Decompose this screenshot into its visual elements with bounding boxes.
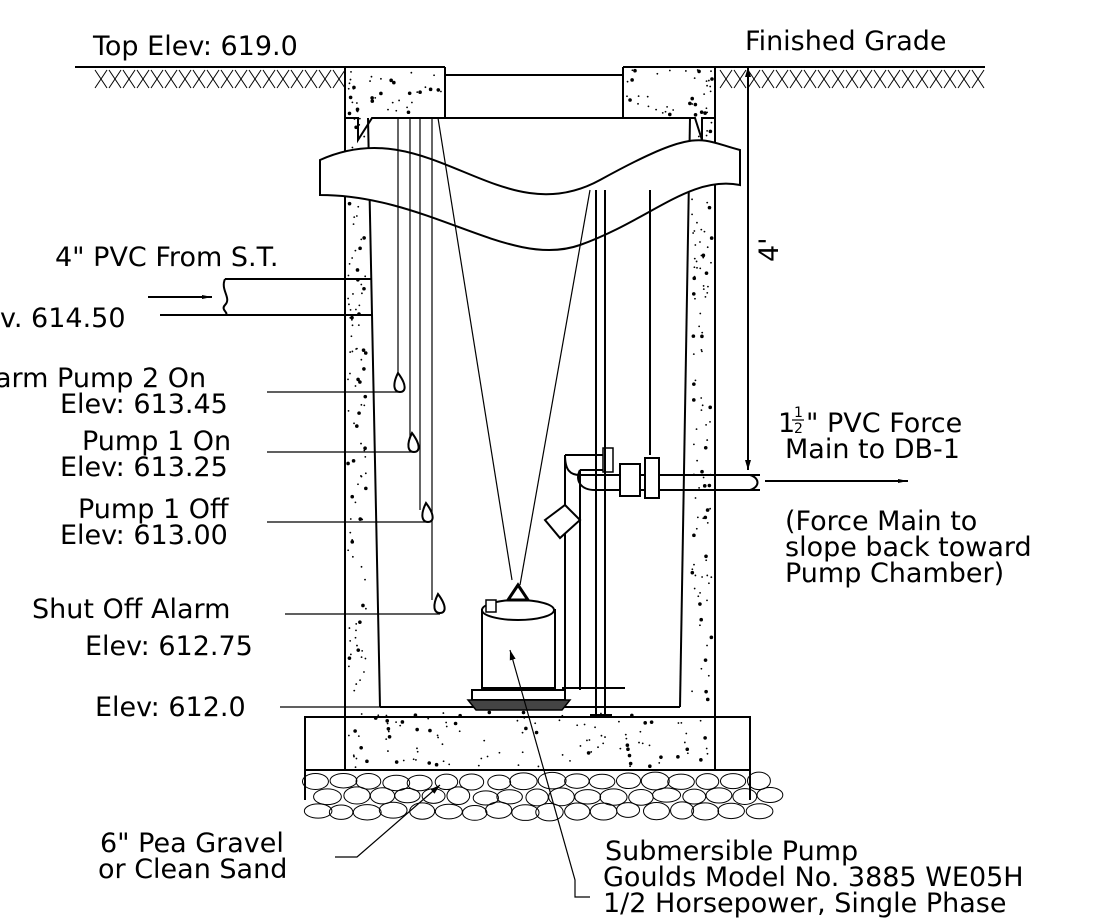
float-shutoff xyxy=(433,592,446,615)
pump1-off-elev: Elev: 613.00 xyxy=(60,520,228,551)
ground-hatch-right xyxy=(719,69,985,89)
force-main-label: " PVC Force xyxy=(806,408,962,439)
bottom-elev-label: Elev: 612.0 xyxy=(95,692,246,723)
slope-note-3: Pump Chamber) xyxy=(785,558,1004,589)
float-pump1-off xyxy=(421,501,434,524)
pump1-on-elev: Elev: 613.25 xyxy=(60,452,228,483)
pump1-on-label: Pump 1 On xyxy=(82,426,231,457)
pump1-off-label: Pump 1 Off xyxy=(78,494,230,525)
gravel-label-2: or Clean Sand xyxy=(98,854,287,885)
depth-dim-label: 4' xyxy=(754,237,785,262)
shutoff-alarm-elev: Elev: 612.75 xyxy=(85,631,253,662)
force-main-frac-num: 1 xyxy=(794,405,803,421)
break-line xyxy=(319,139,741,251)
submersible-pump xyxy=(466,189,760,716)
leader-lines xyxy=(160,314,590,898)
shutoff-alarm-label: Shut Off Alarm xyxy=(32,594,230,625)
force-main-frac-den: 2 xyxy=(794,421,803,437)
pump-label-1: Submersible Pump xyxy=(605,836,858,867)
float-alarm-pump2 xyxy=(393,371,406,394)
gravel-label: 6" Pea Gravel xyxy=(100,828,284,859)
slope-note-2: slope back toward xyxy=(785,532,1032,563)
alarm-pump2-elev: Elev: 613.45 xyxy=(60,389,228,420)
finished-grade-label: Finished Grade xyxy=(745,26,947,57)
ground-hatch-left xyxy=(94,69,346,89)
force-main-whole: 1 xyxy=(778,408,795,439)
ground-surface xyxy=(75,66,985,89)
inlet-elev-label: v. 614.50 xyxy=(0,303,126,334)
inlet-pipe-label: 4" PVC From S.T. xyxy=(55,242,278,273)
pump-label-2: Goulds Model No. 3885 WE05H xyxy=(603,862,1024,893)
inlet-pipe xyxy=(148,278,372,316)
slope-note-1: (Force Main to xyxy=(785,506,977,537)
force-main-label-2: Main to DB-1 xyxy=(785,434,960,465)
pea-gravel-bed xyxy=(301,770,784,822)
top-elev-label: Top Elev: 619.0 xyxy=(92,31,298,62)
alarm-pump2-label: arm Pump 2 On xyxy=(0,363,206,394)
depth-dimension: 4' xyxy=(745,67,785,470)
float-pump1-on xyxy=(407,431,420,454)
pump-label-3: 1/2 Horsepower, Single Phase xyxy=(603,888,1006,919)
